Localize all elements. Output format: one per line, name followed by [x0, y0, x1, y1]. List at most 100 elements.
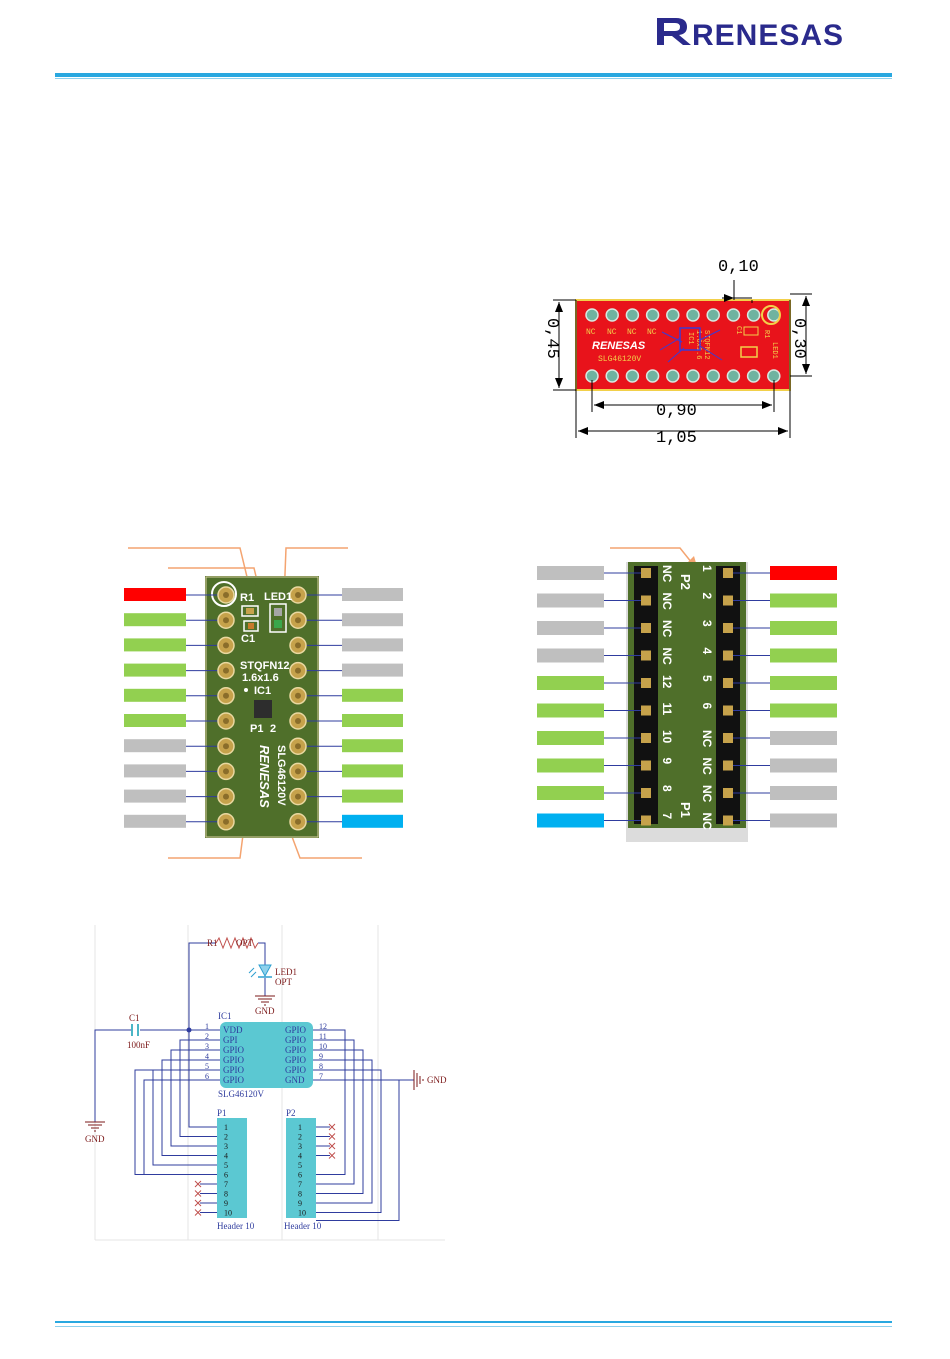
dim-pad-top: [726, 308, 741, 322]
bottom-pin-right: [723, 705, 733, 716]
board-traces: [659, 329, 723, 363]
bottom-pin-box-left: [537, 813, 604, 828]
top-pin-box-right: [342, 789, 403, 803]
dim-label-105: 1,05: [656, 429, 697, 448]
no-connect-markers: [194, 1123, 336, 1216]
ic-left-pin-name: GPI: [223, 1035, 238, 1045]
top-view-board-edge: [205, 576, 319, 838]
dim-pad-bottom: [746, 369, 761, 383]
sch-p1: P1: [217, 1108, 227, 1118]
bottom-pin-left: [641, 623, 651, 633]
dim-pad-bottom: [625, 369, 640, 383]
top-pin-box-right: [342, 814, 403, 828]
top-c1-footprint: [243, 620, 259, 632]
bottom-header-left: [634, 566, 658, 824]
bottom-pin-box-left: [537, 648, 604, 663]
top-pin-box-right: [342, 688, 403, 702]
gnd-symbol-led: [255, 995, 275, 1006]
p1-pin-number: 10: [224, 1209, 232, 1218]
dim-pad-top: [625, 308, 640, 322]
top-pad-right-hole: [295, 617, 301, 624]
p2-pin-number: 5: [298, 1161, 302, 1170]
bottom-pin-box-right: [770, 566, 837, 580]
dim-pad-bottom: [686, 369, 700, 383]
no-connect-x: [194, 1199, 202, 1207]
sch-c1-val: 100nF: [127, 1040, 150, 1050]
top-led-pad-a: [274, 608, 282, 616]
ic-left-pin-name: GPIO: [223, 1065, 245, 1075]
c1-wires: [94, 1029, 207, 1122]
top-pad-left-hole: [223, 642, 229, 649]
schematic-net-wires: [134, 1029, 400, 1221]
sch-p1-name: Header 10: [217, 1221, 255, 1231]
bottom-col-text-right: NC: [700, 730, 714, 748]
net-left-gpio: [161, 1059, 217, 1156]
silk-r: R1: [762, 330, 770, 338]
dim-label-030: 0,30: [789, 318, 808, 359]
bottom-pin-box-right: [770, 731, 837, 745]
ic-left-pin-name: GPIO: [223, 1055, 245, 1065]
top-pad-right-hole: [295, 743, 301, 750]
footer-rule-thin: [55, 1326, 892, 1327]
top-pin-box-left: [124, 814, 186, 828]
silk-ic: IC1: [686, 332, 694, 345]
bottom-view-right-lines: [728, 572, 770, 821]
bottom-pin-right: [723, 623, 733, 633]
bottom-pin-right: [723, 788, 733, 798]
bottom-view-right-pin-boxes: [770, 566, 837, 828]
bottom-pin-box-left: [537, 566, 604, 580]
bottom-pin-left: [641, 595, 651, 606]
p1-pin-number: 7: [224, 1180, 228, 1189]
no-connect-x: [328, 1123, 336, 1131]
renesas-logo: RENESAS: [657, 18, 844, 52]
bottom-pin-right: [723, 595, 733, 606]
net-right-gpio: [316, 1059, 373, 1204]
top-view-pinout: R1 LED1 C1 STQFN12 1.6x1.6 IC1 P1 2 SLG4…: [124, 547, 403, 859]
top-ic-dot: [244, 688, 248, 692]
dimension-lines: [553, 280, 812, 438]
top-pin-box-left: [124, 714, 186, 727]
bottom-col-text-right: 1: [700, 565, 714, 572]
ic-right-pin-name: GPIO: [285, 1025, 307, 1035]
top-pad-left-hole: [223, 617, 229, 624]
bottom-pin-right: [723, 760, 733, 771]
p1-pin-number: 6: [224, 1171, 228, 1180]
bottom-pin-box-right: [770, 813, 837, 828]
ic-left-pin-number: 4: [205, 1052, 209, 1061]
bottom-pin-left: [641, 568, 651, 578]
sch-led1: LED1: [275, 967, 297, 977]
ic-right-pin-number: 11: [319, 1032, 327, 1041]
header-rule-thin: [55, 78, 892, 79]
ic-right-pin-number: 9: [319, 1052, 323, 1061]
bottom-col-text-right: NC: [700, 785, 714, 803]
dim-pad-bottom: [706, 369, 720, 383]
top-pad-left-hole: [223, 818, 229, 825]
bottom-pin-left: [641, 760, 651, 771]
p2-pin-number: 2: [298, 1133, 302, 1142]
bottom-col-text-left: NC: [660, 593, 674, 611]
r-footprint: [743, 326, 759, 336]
top-pad-right-hole: [295, 692, 301, 699]
top-pad-left-hole: [223, 768, 229, 775]
sch-p2-name: Header 10: [284, 1221, 322, 1231]
r1-resistor: [215, 936, 259, 950]
led-rays: [248, 967, 257, 978]
bottom-col-text-left: NC: [660, 565, 674, 583]
top-label-led1: LED1: [264, 591, 292, 603]
silk-nc-3: NC: [627, 328, 637, 337]
top-pin-box-right: [342, 638, 403, 652]
top-pad-left-hole: [223, 718, 229, 724]
board-pads-bottom: [585, 369, 781, 383]
top-pin-box-left: [124, 588, 186, 601]
silk-led: LED1: [770, 342, 778, 359]
bottom-pin-box-left: [537, 758, 604, 773]
logo-text: RENESAS: [692, 19, 844, 52]
top-pin-box-left: [124, 789, 186, 803]
top-pad-right-hole: [295, 667, 301, 674]
sch-ic1: IC1: [218, 1011, 232, 1021]
sch-r1: R1: [207, 938, 218, 948]
